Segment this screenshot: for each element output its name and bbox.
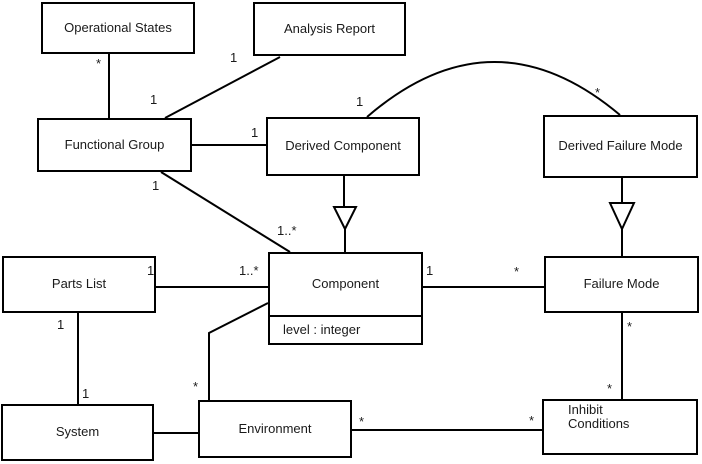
- class-name-label: Operational States: [64, 19, 172, 35]
- class-box-derived-failure-mode[interactable]: Derived Failure Mode: [543, 115, 698, 178]
- class-name-label: System: [55, 424, 100, 440]
- multiplicity-label: *: [607, 381, 613, 396]
- multiplicity-label: 1: [147, 263, 155, 278]
- class-box-parts-list[interactable]: Parts List: [2, 256, 156, 313]
- class-box-failure-mode[interactable]: Failure Mode: [544, 256, 699, 313]
- class-attribute-compartment: level : integer: [270, 317, 421, 343]
- class-name-label: Environment: [238, 420, 312, 436]
- multiplicity-label: 1: [251, 125, 259, 140]
- class-name-label: Derived Component: [285, 138, 401, 154]
- class-name-label: Derived Failure Mode: [558, 138, 683, 154]
- association-arc-derivedcomponent-derivedfailuremode: [366, 61, 621, 118]
- class-box-functional-group[interactable]: Functional Group: [37, 118, 192, 172]
- multiplicity-label: 1: [82, 386, 90, 401]
- class-box-component[interactable]: Component level : integer: [268, 252, 423, 345]
- multiplicity-label: 1: [150, 92, 158, 107]
- class-name-label: Failure Mode: [583, 276, 660, 292]
- class-box-operational-states[interactable]: Operational States: [41, 2, 195, 54]
- generalization-arrow-icon: [332, 206, 358, 232]
- class-attribute-label: level : integer: [283, 321, 361, 337]
- multiplicity-label: 1..*: [277, 223, 297, 238]
- class-box-derived-component[interactable]: Derived Component: [266, 117, 420, 176]
- multiplicity-label: 1: [152, 178, 160, 193]
- multiplicity-label: *: [529, 413, 535, 428]
- class-name-label: Functional Group: [64, 136, 165, 152]
- class-box-system[interactable]: System: [1, 404, 154, 461]
- class-box-environment[interactable]: Environment: [198, 400, 352, 458]
- multiplicity-label: *: [627, 319, 633, 334]
- multiplicity-label: 1..*: [239, 263, 259, 278]
- class-name-label: Analysis Report: [283, 20, 376, 36]
- association-functionalgroup-component: [160, 171, 291, 253]
- multiplicity-label: 1: [356, 94, 364, 109]
- multiplicity-label: *: [96, 56, 102, 71]
- multiplicity-label: *: [595, 85, 601, 100]
- class-name-compartment: Component: [270, 254, 421, 317]
- generalization-line-derivedcomponent: [343, 176, 346, 252]
- multiplicity-label: *: [193, 379, 199, 394]
- association-component-environment: [208, 302, 269, 400]
- class-name-label: Parts List: [51, 276, 107, 292]
- association-analysisreport-functionalgroup: [164, 56, 281, 119]
- multiplicity-label: *: [359, 414, 365, 429]
- multiplicity-label: 1: [230, 50, 238, 65]
- multiplicity-label: *: [514, 264, 520, 279]
- class-box-analysis-report[interactable]: Analysis Report: [253, 2, 406, 56]
- multiplicity-label: 1: [426, 263, 434, 278]
- class-box-inhibit-conditions[interactable]: Inhibit Conditions: [542, 399, 698, 455]
- class-name-label: Inhibit Conditions: [568, 402, 630, 431]
- class-name-label: Component: [311, 276, 380, 292]
- generalization-arrow-icon: [608, 202, 636, 232]
- multiplicity-label: 1: [57, 317, 65, 332]
